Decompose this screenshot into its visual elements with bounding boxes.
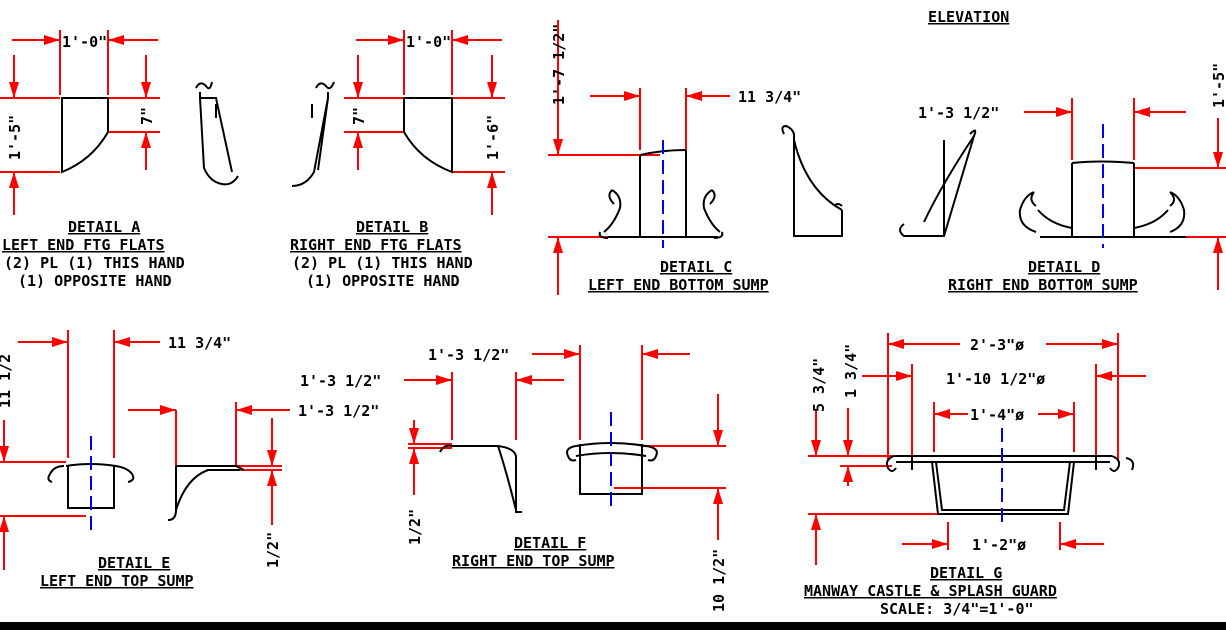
detail-d-sump-body <box>1018 160 1186 238</box>
detail-c-dim-width: 11 3/4" <box>738 88 801 106</box>
detail-a: 1'-0" 1'-5" 7" DETAIL A LEFT END FTG FLA… <box>0 30 239 290</box>
detail-b: 1'-0" 7" 1'-6" DETAIL B RIGHT END FTG FL… <box>290 30 505 290</box>
detail-f-title: DETAIL F <box>514 534 586 552</box>
detail-c-line1: LEFT END BOTTOM SUMP <box>588 276 769 294</box>
detail-b-dim-width: 1'-0" <box>406 33 451 51</box>
detail-c-dimensions: 1'-7 1/2" 11 3/4" <box>548 20 801 295</box>
detail-d-line1: RIGHT END BOTTOM SUMP <box>948 276 1138 294</box>
detail-b-dim-inner: 7" <box>350 107 368 125</box>
detail-e-dim-width: 11 3/4" <box>168 334 231 352</box>
detail-a-side-profile <box>195 81 239 186</box>
detail-f-side-profile <box>439 444 522 513</box>
elevation-title: ELEVATION <box>928 8 1009 26</box>
detail-e-dim-flange: 1'-3 1/2" <box>298 402 379 420</box>
detail-d-dim-width: 1'-3 1/2" <box>918 104 999 122</box>
detail-e-line1: LEFT END TOP SUMP <box>40 572 194 590</box>
detail-a-dim-width: 1'-0" <box>62 33 107 51</box>
detail-f-sump-body <box>566 442 658 495</box>
detail-e-dimensions: 11 3/4" 11 1/2 1'-3 1/2" 1/2" <box>0 330 379 570</box>
detail-a-line1: LEFT END FTG FLATS <box>2 236 165 254</box>
detail-g-dim-outer: 2'-3"ø <box>970 336 1024 354</box>
detail-a-plate-outline <box>61 97 109 174</box>
detail-d-dim-vertical: 1'-5" <box>1210 63 1226 108</box>
detail-b-line2: (2) PL (1) THIS HAND <box>292 254 473 272</box>
detail-e-side-profile <box>167 465 245 521</box>
detail-c-side-profile <box>781 124 843 237</box>
detail-c: 1'-7 1/2" 11 3/4" DETAIL C LEFT END BOTT… <box>548 20 977 295</box>
detail-c-side-profile-2 <box>899 129 977 237</box>
detail-f-dim-width-top: 1'-3 1/2" <box>428 346 509 364</box>
detail-g-dim-bottom: 1'-2"ø <box>972 536 1026 554</box>
detail-f-line1: RIGHT END TOP SUMP <box>452 552 615 570</box>
detail-d-title: DETAIL D <box>1028 258 1100 276</box>
detail-f-dim-vertical: 10 1/2" <box>710 549 728 612</box>
detail-a-line2: (2) PL (1) THIS HAND <box>4 254 185 272</box>
detail-g-dim-mid: 1'-10 1/2"ø <box>946 370 1045 388</box>
detail-g-castle-body <box>885 455 1135 515</box>
detail-b-dim-height: 1'-6" <box>484 115 502 160</box>
detail-e-dim-vertical: 11 1/2 <box>0 354 14 408</box>
detail-a-dimensions: 1'-0" 1'-5" 7" <box>0 30 160 215</box>
detail-f-dimensions: 1'-3 1/2" 1'-3 1/2" 1/2" 10 1/2" <box>300 345 728 612</box>
detail-d-dimensions: 1'-3 1/2" 1'-5" <box>918 63 1226 290</box>
detail-a-title: DETAIL A <box>68 218 140 236</box>
detail-g-title: DETAIL G <box>930 564 1002 582</box>
detail-f-dim-small: 1/2" <box>406 509 424 545</box>
detail-f: 1'-3 1/2" 1'-3 1/2" 1/2" 10 1/2" <box>300 345 728 612</box>
detail-b-line3: (1) OPPOSITE HAND <box>306 272 460 290</box>
detail-a-line3: (1) OPPOSITE HAND <box>18 272 172 290</box>
detail-g-dim-inner: 1'-4"ø <box>970 406 1024 424</box>
detail-e: 11 3/4" 11 1/2 1'-3 1/2" 1/2" DE <box>0 330 379 590</box>
detail-c-dim-vertical: 1'-7 1/2" <box>550 24 568 105</box>
detail-b-side-profile <box>291 81 335 187</box>
detail-b-dimensions: 1'-0" 7" 1'-6" <box>344 30 505 215</box>
sheet-border-bar <box>0 622 1226 630</box>
detail-b-title: DETAIL B <box>356 218 428 236</box>
detail-g-dim-height-outer: 5 3/4" <box>810 358 828 412</box>
detail-e-dim-small: 1/2" <box>264 532 282 568</box>
detail-a-dim-inner: 7" <box>138 107 156 125</box>
detail-g-scale: SCALE: 3/4"=1'-0" <box>880 600 1034 618</box>
detail-b-line1: RIGHT END FTG FLATS <box>290 236 462 254</box>
detail-g-dim-height-inner: 1 3/4" <box>842 344 860 398</box>
detail-c-sump-body <box>598 149 724 239</box>
detail-f-dim-flange: 1'-3 1/2" <box>300 372 381 390</box>
detail-g-line1: MANWAY CASTLE & SPLASH GUARD <box>804 582 1057 600</box>
detail-a-dim-height: 1'-5" <box>6 115 24 160</box>
detail-b-plate-outline <box>403 97 453 174</box>
detail-d: 1'-3 1/2" 1'-5" DETAIL D RIGHT END BOTTO… <box>918 63 1226 294</box>
detail-g-dimensions: 2'-3"ø 1'-10 1/2"ø 1'-4"ø 1'-2"ø <box>808 333 1146 565</box>
detail-c-title: DETAIL C <box>660 258 732 276</box>
detail-e-title: DETAIL E <box>98 554 170 572</box>
detail-g: 2'-3"ø 1'-10 1/2"ø 1'-4"ø 1'-2"ø <box>804 333 1146 618</box>
